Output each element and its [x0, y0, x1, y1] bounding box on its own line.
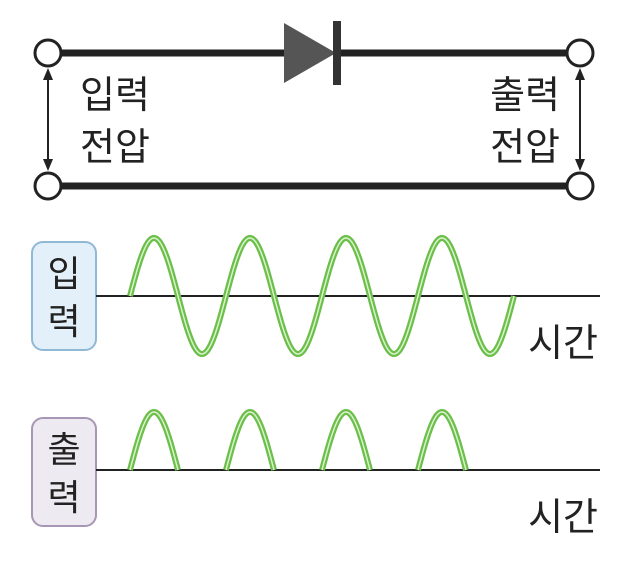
input-voltage-label-line2: 전압: [80, 125, 150, 169]
terminal-input-top: [33, 38, 63, 68]
output-rectified-wave-highlight: [129, 411, 467, 471]
output-badge-char2: 력: [47, 478, 80, 519]
input-voltage-arrow: [43, 68, 53, 171]
input-sine-wave-highlight: [129, 237, 515, 355]
input-time-label: 시간: [528, 321, 598, 365]
output-rectified-wave: [127, 408, 469, 471]
output-badge-char1: 출: [47, 430, 80, 471]
input-badge-char2: 력: [47, 302, 80, 343]
output-plot: 출 력 시간: [31, 408, 600, 539]
terminal-input-bottom: [33, 171, 63, 201]
terminal-output-bottom: [565, 171, 595, 201]
output-voltage-label-line2: 전압: [490, 125, 560, 169]
output-time-label: 시간: [528, 495, 598, 539]
input-badge-char1: 입: [47, 254, 80, 295]
diode-bar: [333, 21, 341, 85]
output-voltage-label-line1: 출력: [490, 73, 560, 117]
terminal-output-top: [565, 38, 595, 68]
output-badge: [31, 417, 97, 527]
input-voltage-label-line1: 입력: [80, 73, 150, 117]
input-plot: 입 력 시간: [31, 234, 600, 365]
diode-symbol: [284, 23, 336, 83]
circuit: 입력 전압 출력 전압: [33, 21, 595, 201]
output-voltage-arrow: [575, 68, 585, 171]
